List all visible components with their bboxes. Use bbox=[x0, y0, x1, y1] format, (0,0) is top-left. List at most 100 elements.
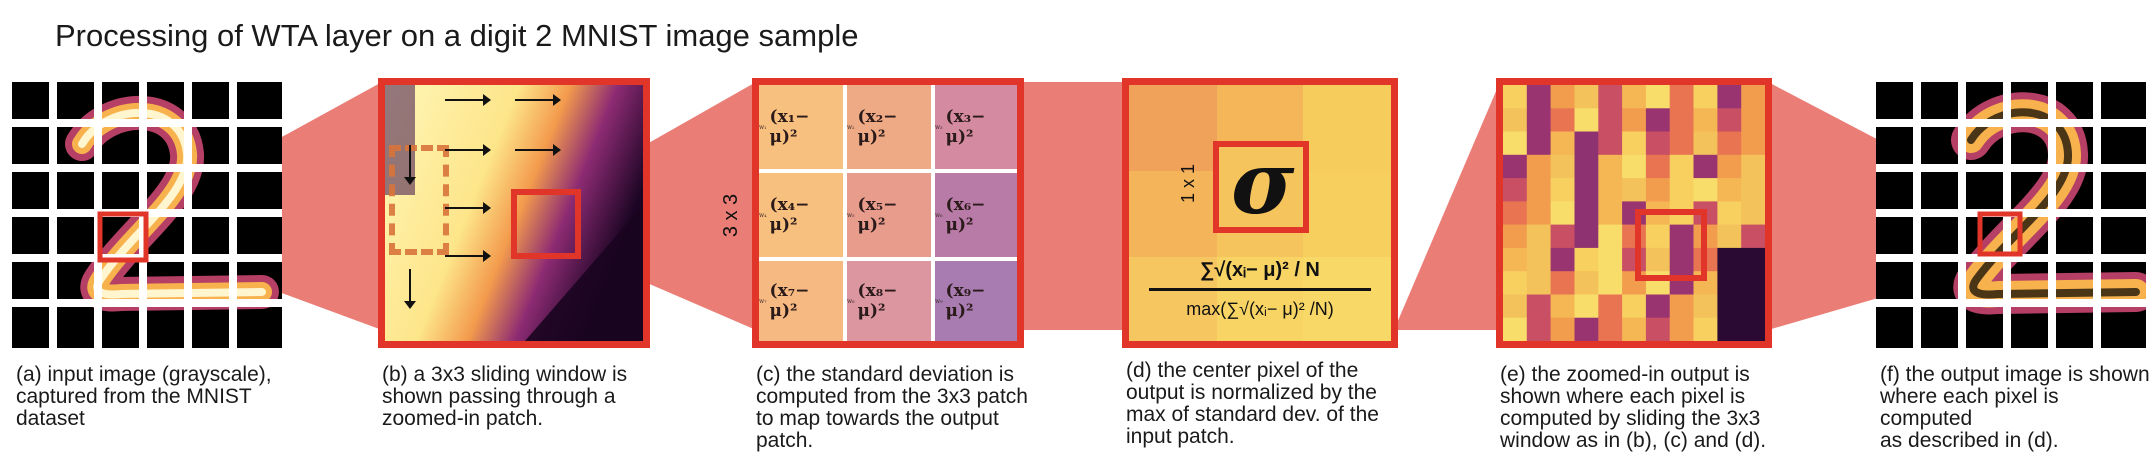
formula-numerator: ∑√(xᵢ− μ)² / N bbox=[1200, 259, 1320, 281]
heatmap-pixel bbox=[1741, 154, 1765, 179]
digit-two-output-image bbox=[1876, 82, 2146, 348]
slide-arrow bbox=[515, 94, 561, 106]
heatmap-pixel bbox=[1669, 154, 1695, 179]
heatmap-pixel bbox=[1717, 178, 1742, 202]
caption-b-line: shown passing through a bbox=[382, 385, 616, 408]
caption-d-line: input patch. bbox=[1126, 425, 1235, 448]
zoomed-output-heatmap bbox=[1503, 85, 1765, 341]
caption-f-line: as described in (d). bbox=[1880, 429, 2059, 452]
caption-c-line: to map towards the output bbox=[756, 407, 999, 430]
cell-expression: (x₁− μ)² bbox=[769, 107, 810, 147]
grid-cell: w₁(x₁− μ)² bbox=[759, 85, 843, 169]
caption-a-line: captured from the MNIST bbox=[16, 385, 252, 408]
heatmap-pixel bbox=[1717, 108, 1742, 133]
heatmap-pixel bbox=[1669, 108, 1695, 133]
heatmap-pixel bbox=[1503, 108, 1528, 133]
caption-e-line: shown where each pixel is bbox=[1500, 385, 1746, 408]
heatmap-pixel bbox=[1550, 247, 1575, 272]
heatmap-pixel bbox=[1669, 178, 1695, 202]
heatmap-pixel bbox=[1598, 317, 1623, 341]
center-pixel-background bbox=[1129, 85, 1391, 341]
caption-a-line: dataset bbox=[16, 407, 85, 430]
heatmap-pixel bbox=[1717, 294, 1742, 319]
caption-a: (a) input image (grayscale), captured fr… bbox=[16, 364, 286, 430]
panel-d-side-label: 1 x 1 bbox=[1178, 163, 1199, 204]
heatmap-pixel bbox=[1741, 108, 1765, 133]
slide-down-arrow bbox=[404, 269, 416, 309]
panel-f-output-image bbox=[1876, 82, 2146, 348]
panel-e-zoomed-output bbox=[1496, 78, 1772, 348]
normalization-formula: ∑√(xᵢ− μ)² / N max(∑√(xᵢ− μ)² /N) bbox=[1149, 259, 1371, 320]
heatmap-pixel bbox=[1503, 85, 1528, 109]
heatmap-pixel bbox=[1550, 224, 1575, 249]
panel-c-deviation-grid: w₁(x₁− μ)² w₂(x₂− μ)² w₃(x₃− μ)² w₄(x₄− … bbox=[752, 78, 1024, 348]
heatmap-pixel bbox=[1645, 294, 1671, 319]
cell-expression: (x₃− μ)² bbox=[945, 107, 986, 147]
caption-f-line: where each pixel is computed bbox=[1880, 385, 2059, 430]
caption-b-line: (b) a 3x3 sliding window is bbox=[382, 363, 628, 386]
caption-e: (e) the zoomed-in output is shown where … bbox=[1500, 364, 1790, 452]
heatmap-pixel bbox=[1693, 154, 1718, 179]
heatmap-pixel bbox=[1550, 154, 1575, 179]
heatmap-pixel bbox=[1550, 108, 1575, 133]
heatmap-pixel bbox=[1574, 154, 1599, 179]
heatmap-pixel bbox=[1645, 131, 1671, 156]
heatmap-pixel bbox=[1598, 224, 1623, 249]
caption-c: (c) the standard deviation is computed f… bbox=[756, 364, 1046, 452]
caption-b-line: zoomed-in patch. bbox=[382, 407, 544, 430]
selected-patch-marker bbox=[97, 211, 149, 263]
heatmap-pixel bbox=[1526, 85, 1552, 109]
heatmap-pixel bbox=[1645, 85, 1671, 109]
heatmap-pixel bbox=[1717, 201, 1742, 226]
caption-f: (f) the output image is shown where each… bbox=[1880, 364, 2156, 452]
caption-c-line: (c) the standard deviation is bbox=[756, 363, 1014, 386]
heatmap-pixel bbox=[1574, 201, 1599, 226]
heatmap-pixel bbox=[1645, 224, 1671, 249]
heatmap-pixel bbox=[1669, 85, 1695, 109]
heatmap-pixel bbox=[1503, 294, 1528, 319]
heatmap-pixel bbox=[1550, 178, 1575, 202]
cell-expression: (x₈− μ)² bbox=[857, 281, 898, 321]
heatmap-pixel bbox=[1622, 294, 1647, 319]
heatmap-pixel bbox=[1622, 178, 1647, 202]
slide-arrow bbox=[515, 144, 561, 156]
caption-b: (b) a 3x3 sliding window is shown passin… bbox=[382, 364, 672, 430]
cell-expression: (x₅− μ)² bbox=[857, 195, 898, 235]
heatmap-pixel bbox=[1645, 247, 1671, 272]
heatmap-pixel bbox=[1574, 224, 1599, 249]
grid-cell: w₆(x₆− μ)² bbox=[935, 173, 1017, 257]
heatmap-pixel bbox=[1503, 271, 1528, 296]
heatmap-pixel bbox=[1741, 178, 1765, 202]
heatmap-pixel bbox=[1526, 224, 1552, 249]
heatmap-pixel bbox=[1503, 201, 1528, 226]
digit-two-input-image bbox=[12, 82, 282, 348]
cell-expression: (x₂− μ)² bbox=[857, 107, 898, 147]
slide-arrow bbox=[445, 202, 491, 214]
heatmap-pixel bbox=[1717, 271, 1742, 296]
heatmap-pixel bbox=[1598, 201, 1623, 226]
heatmap-pixel bbox=[1717, 85, 1742, 109]
figure-title: Processing of WTA layer on a digit 2 MNI… bbox=[55, 18, 859, 53]
caption-a-line: (a) input image (grayscale), bbox=[16, 363, 272, 386]
slide-arrow bbox=[445, 94, 491, 106]
grid-cell: w₉(x₉− μ)² bbox=[935, 261, 1017, 341]
heatmap-pixel bbox=[1550, 271, 1575, 296]
heatmap-pixel bbox=[1645, 154, 1671, 179]
slide-arrow bbox=[445, 250, 491, 262]
connector-c-d bbox=[1018, 82, 1126, 330]
heatmap-pixel bbox=[1669, 317, 1695, 341]
heatmap-pixel bbox=[1741, 224, 1765, 249]
heatmap-pixel bbox=[1717, 247, 1742, 272]
heatmap-pixel bbox=[1574, 294, 1599, 319]
caption-d: (d) the center pixel of the output is no… bbox=[1126, 360, 1426, 448]
cell-expression: (x₄− μ)² bbox=[769, 195, 810, 235]
slide-arrow bbox=[445, 144, 491, 156]
heatmap-pixel bbox=[1598, 271, 1623, 296]
grid-cell: w₄(x₄− μ)² bbox=[759, 173, 843, 257]
heatmap-pixel bbox=[1598, 131, 1623, 156]
heatmap-pixel bbox=[1503, 131, 1528, 156]
heatmap-pixel bbox=[1717, 131, 1742, 156]
heatmap-pixel bbox=[1693, 85, 1718, 109]
heatmap-pixel bbox=[1741, 201, 1765, 226]
caption-e-line: (e) the zoomed-in output is bbox=[1500, 363, 1750, 386]
